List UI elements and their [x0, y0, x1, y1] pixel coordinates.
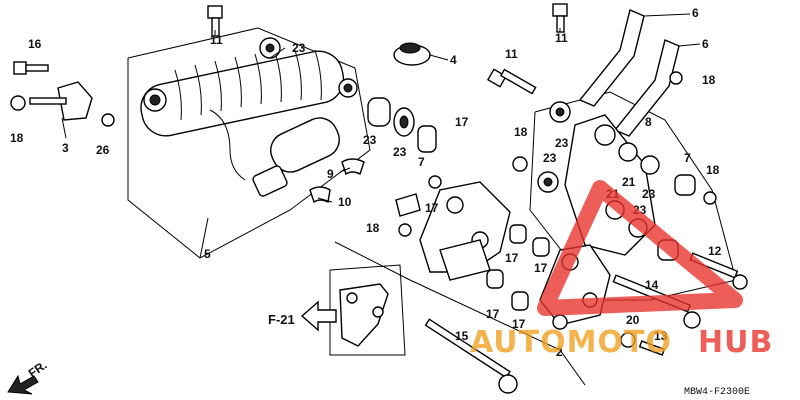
link-plates	[578, 9, 683, 137]
callout-23-e: 23	[642, 187, 656, 201]
callout-18-a: 17	[455, 115, 469, 129]
callout-6-a: 6	[692, 6, 699, 20]
callout-19: 18	[10, 131, 24, 145]
shock-absorber	[140, 49, 358, 137]
bushings-upper	[259, 37, 437, 153]
callout-7-b: 7	[684, 151, 691, 165]
callout-12: 12	[708, 244, 722, 258]
watermark-triangle-icon	[537, 180, 743, 316]
nut-20-bolt-13	[620, 332, 666, 356]
diagram-code: MBW4-F2300E	[684, 387, 750, 398]
callout-6-b: 6	[702, 37, 709, 51]
bolt-16	[13, 61, 49, 75]
callout-11-b: 11	[555, 31, 568, 45]
reference-arrow-icon	[300, 300, 337, 332]
callout-22: 23	[363, 133, 377, 147]
callout-18-d: 18	[702, 73, 716, 87]
callout-23-c: 23	[555, 136, 569, 150]
callout-18-c: 18	[366, 221, 380, 235]
frame-bracket-center	[395, 175, 511, 281]
callout-15: 15	[455, 329, 469, 343]
callout-9: 9	[327, 167, 334, 181]
reference-label: F-21	[268, 312, 295, 327]
direction-label: FR.	[26, 358, 50, 381]
callout-10: 10	[338, 195, 352, 209]
callout-18-f: 18	[706, 163, 720, 177]
callout-17-c: 17	[486, 307, 500, 321]
reservoir-canister	[209, 109, 340, 197]
watermark-brand-b: HUB	[698, 325, 773, 360]
callout-3: 3	[62, 141, 69, 155]
callout-17-d: 17	[512, 317, 526, 331]
callout-11-a: 11	[210, 33, 223, 47]
callout-13: 13	[654, 329, 668, 343]
bolt-11-mid	[486, 68, 537, 95]
callout-18-e: 18	[514, 125, 528, 139]
watermark-logo: AUTOMOTO HUB	[470, 180, 773, 360]
nuts-bushings-rocker	[512, 101, 571, 193]
bolt-15	[424, 318, 518, 394]
callout-21-a: 21	[622, 175, 636, 189]
assembly-outline-center	[329, 241, 586, 386]
callout-17-b: 17	[534, 261, 548, 275]
callout-23-d: 23	[543, 151, 557, 165]
bracket-3	[10, 81, 115, 127]
callout-14: 14	[645, 278, 659, 292]
callout-25: 26	[96, 143, 110, 157]
front-direction-arrow-icon	[7, 374, 39, 395]
callout-23-b: 23	[393, 145, 407, 159]
callout-20: 20	[626, 313, 640, 327]
leader-lines	[61, 13, 701, 203]
callout-8: 8	[645, 115, 652, 129]
callout-16: 16	[28, 37, 42, 51]
callout-11-c: 11	[505, 47, 518, 61]
hose-clamp	[393, 42, 431, 66]
callout-17-a: 17	[505, 251, 519, 265]
rocker-arm	[564, 114, 717, 261]
rubber-pieces	[309, 158, 365, 204]
callout-18-b: 17	[425, 201, 439, 215]
callout-4: 4	[450, 53, 457, 67]
callout-2: 2	[556, 345, 563, 359]
callout-23-a: 23	[292, 41, 306, 55]
callout-7-a: 7	[418, 155, 425, 169]
watermark-brand-a: AUTOMOTO	[470, 325, 672, 360]
bolt-11-top-right	[552, 3, 568, 33]
callout-5: 5	[204, 247, 211, 261]
mount-plate	[339, 283, 389, 347]
assembly-outline-left	[127, 27, 371, 259]
